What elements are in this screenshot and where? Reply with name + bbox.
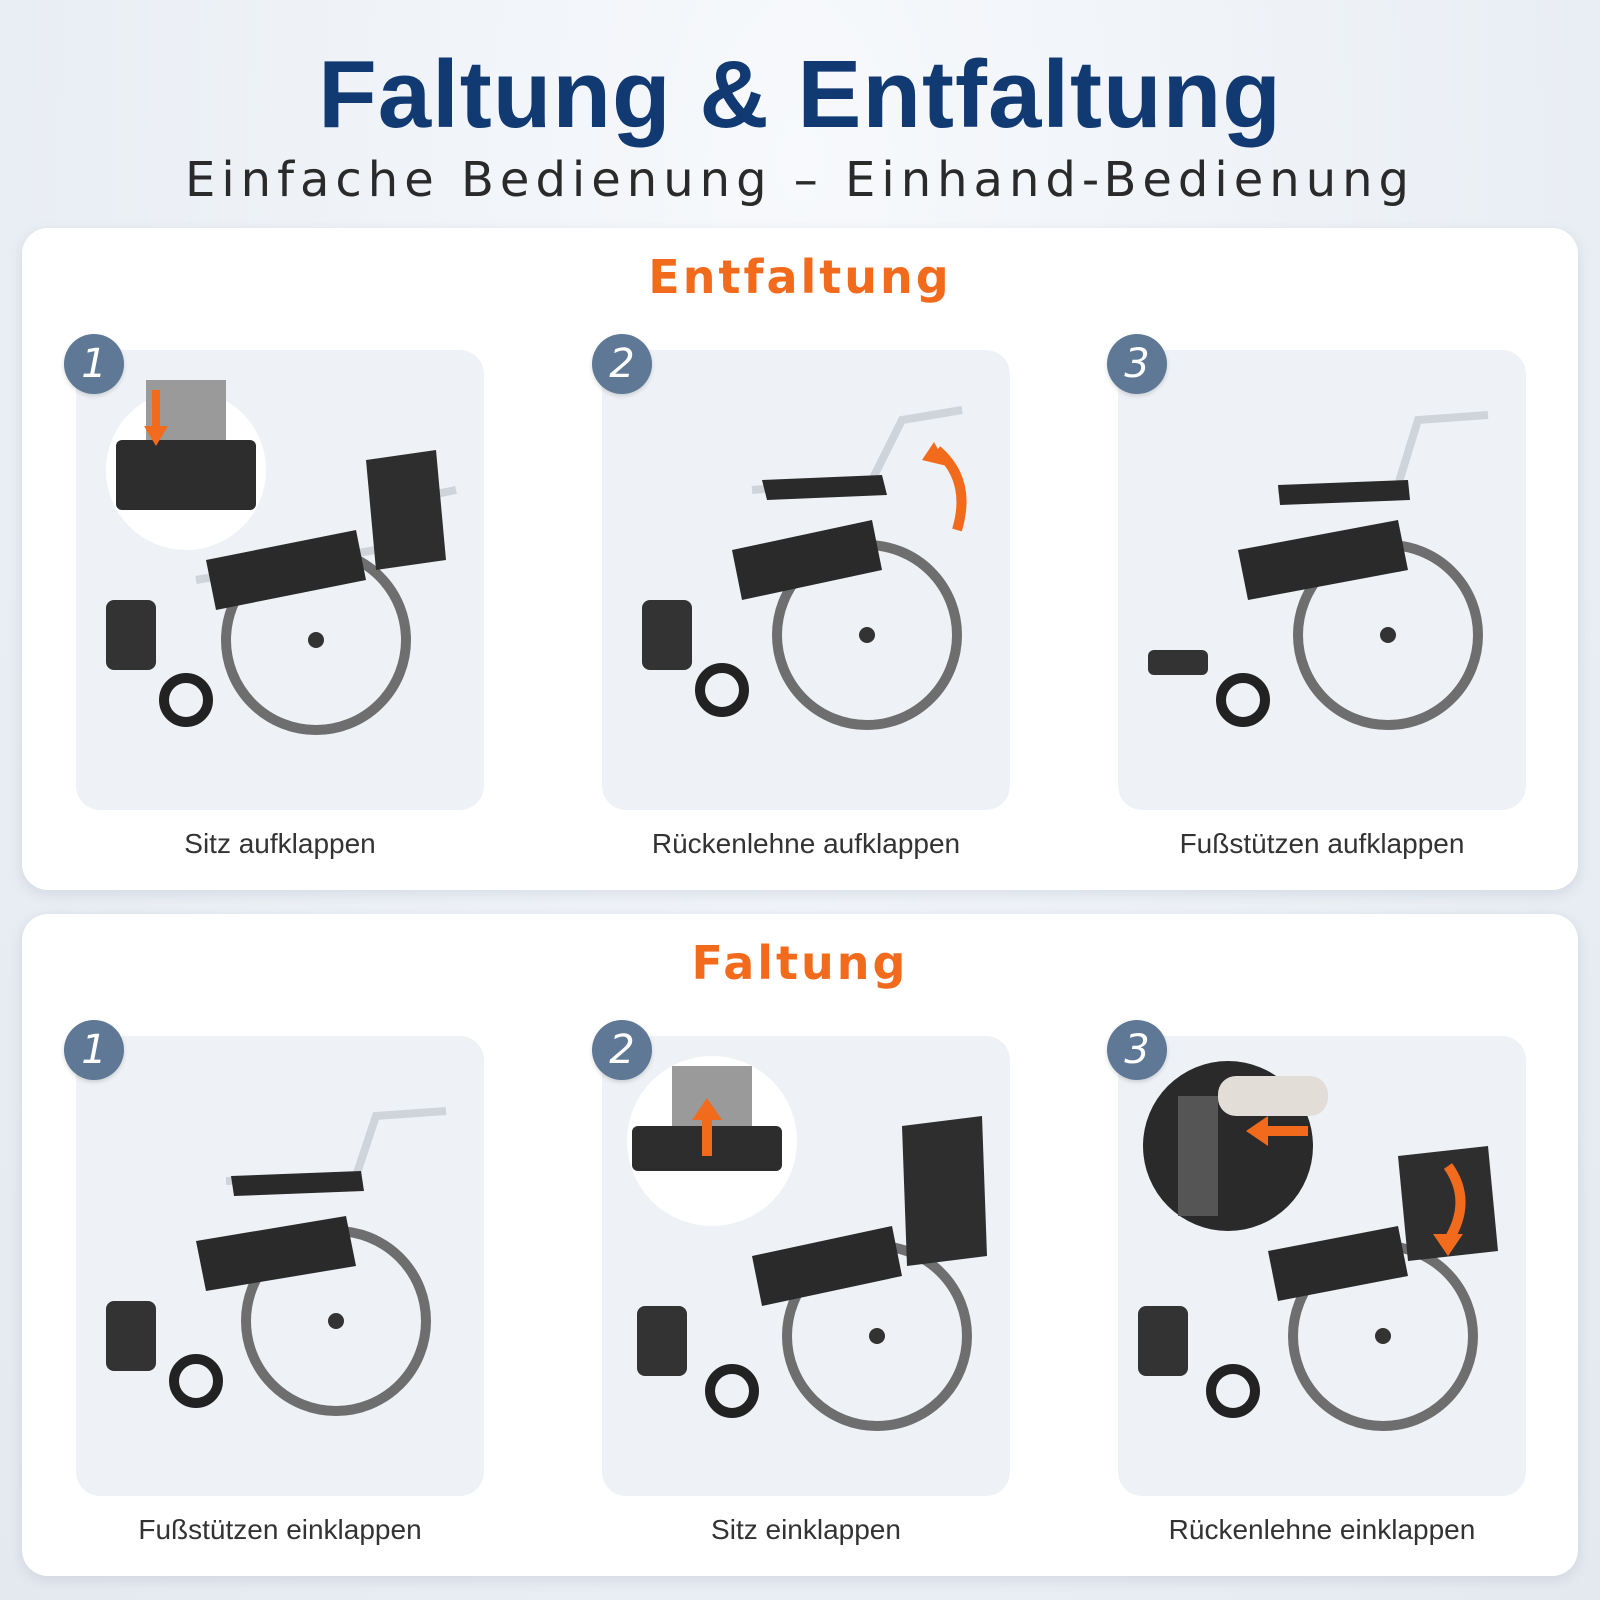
step-caption: Sitz aufklappen [184,828,376,859]
section-title-folding: Faltung [691,936,909,990]
step-badge: 2 [592,334,652,394]
section-title-unfolding: Entfaltung [648,250,952,304]
step-card-fold-3 [1118,1036,1526,1496]
step-caption: Rückenlehne aufklappen [651,828,961,859]
page-subtitle: Einfache Bedienung – Einhand-Bedienung [185,152,1415,208]
folding-panel: Faltung 1 Fußstützen einklappen [22,914,1578,1576]
wheelchair-icon [106,1107,447,1416]
step-card-fold-1 [76,1036,484,1496]
step-badge: 3 [1107,334,1167,394]
step-caption: Rückenlehne einklappen [1168,1514,1476,1545]
step-badge: 2 [592,1020,652,1080]
step-badge: 1 [64,334,124,394]
wheelchair-icon [1138,1061,1498,1431]
page-title: Faltung & Entfaltung [318,41,1282,148]
step-caption: Sitz einklappen [711,1514,901,1545]
wheelchair-icon [1148,411,1489,730]
step-caption: Fußstützen einklappen [138,1514,422,1545]
arrow-icon [144,390,168,446]
step-badge: 3 [1107,1020,1167,1080]
step-card-unfold-1 [76,350,484,810]
arrow-icon [922,442,967,532]
step-card-unfold-2 [602,350,1010,810]
step-card-unfold-3 [1118,350,1526,810]
unfolding-panel: Entfaltung 1 Sitz aufklappen [22,228,1578,890]
step-caption: Fußstützen aufklappen [1179,828,1465,859]
wheelchair-icon [642,406,963,730]
step-card-fold-2 [602,1036,1010,1496]
arrow-icon [692,1098,722,1156]
arrow-icon [1246,1116,1466,1256]
step-badge: 1 [64,1020,124,1080]
